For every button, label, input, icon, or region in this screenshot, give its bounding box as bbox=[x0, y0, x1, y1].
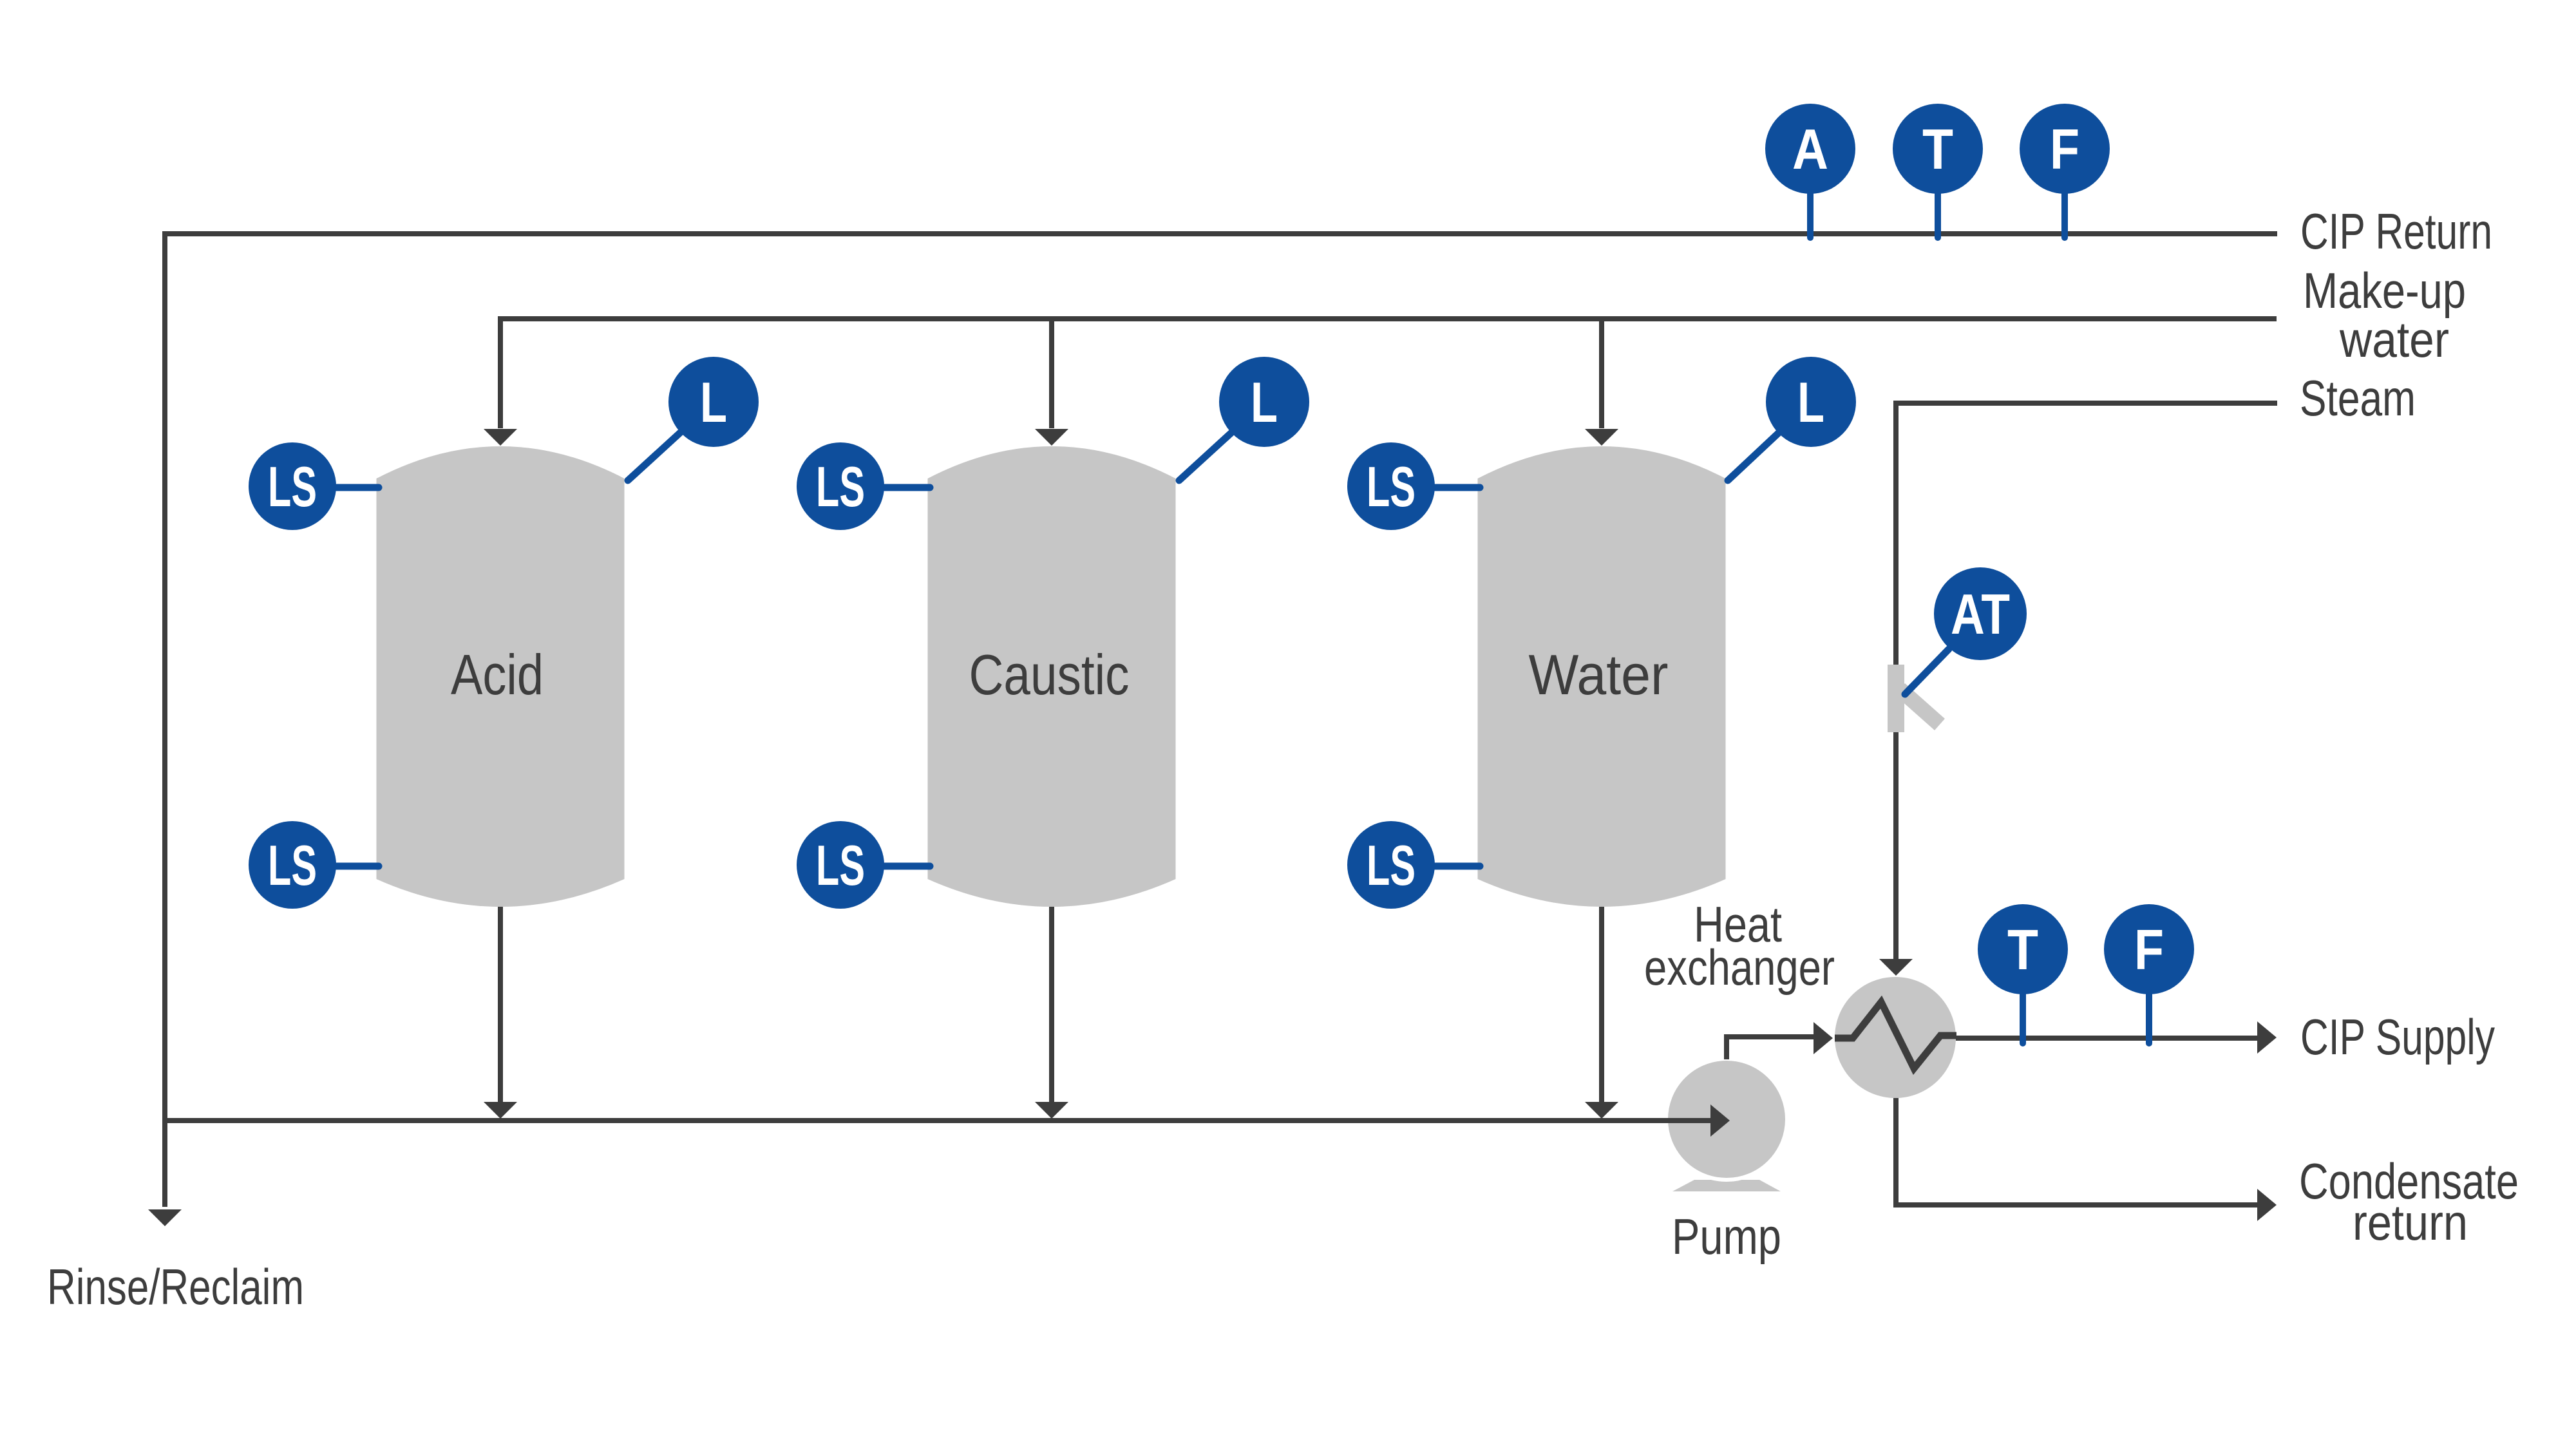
svg-text:Water: Water bbox=[1529, 643, 1669, 706]
svg-text:CIP Supply: CIP Supply bbox=[2300, 1009, 2495, 1065]
svg-text:F: F bbox=[2050, 117, 2079, 181]
svg-text:return: return bbox=[2353, 1194, 2468, 1251]
svg-text:Make-up: Make-up bbox=[2303, 262, 2466, 319]
svg-text:Rinse/Reclaim: Rinse/Reclaim bbox=[47, 1258, 304, 1315]
svg-text:LS: LS bbox=[1367, 833, 1416, 897]
svg-text:L: L bbox=[700, 370, 727, 434]
svg-text:Pump: Pump bbox=[1672, 1208, 1781, 1265]
svg-text:Steam: Steam bbox=[2300, 370, 2416, 426]
svg-text:F: F bbox=[2134, 918, 2164, 981]
svg-text:L: L bbox=[1251, 370, 1278, 434]
svg-text:Condensate: Condensate bbox=[2299, 1153, 2519, 1209]
svg-text:AT: AT bbox=[1951, 582, 2010, 646]
svg-text:LS: LS bbox=[268, 455, 317, 518]
svg-text:Caustic: Caustic bbox=[969, 643, 1130, 706]
svg-text:exchanger: exchanger bbox=[1644, 939, 1835, 996]
svg-text:LS: LS bbox=[816, 833, 865, 897]
svg-text:T: T bbox=[1922, 117, 1953, 181]
svg-text:T: T bbox=[2007, 918, 2038, 981]
svg-text:LS: LS bbox=[268, 833, 317, 897]
svg-text:L: L bbox=[1797, 370, 1824, 434]
svg-text:CIP Return: CIP Return bbox=[2300, 203, 2492, 260]
svg-text:Heat: Heat bbox=[1694, 896, 1782, 952]
svg-text:LS: LS bbox=[1367, 455, 1416, 518]
svg-text:A: A bbox=[1792, 117, 1828, 181]
svg-text:LS: LS bbox=[816, 455, 865, 518]
svg-text:water: water bbox=[2339, 311, 2449, 368]
svg-text:Acid: Acid bbox=[451, 643, 544, 706]
